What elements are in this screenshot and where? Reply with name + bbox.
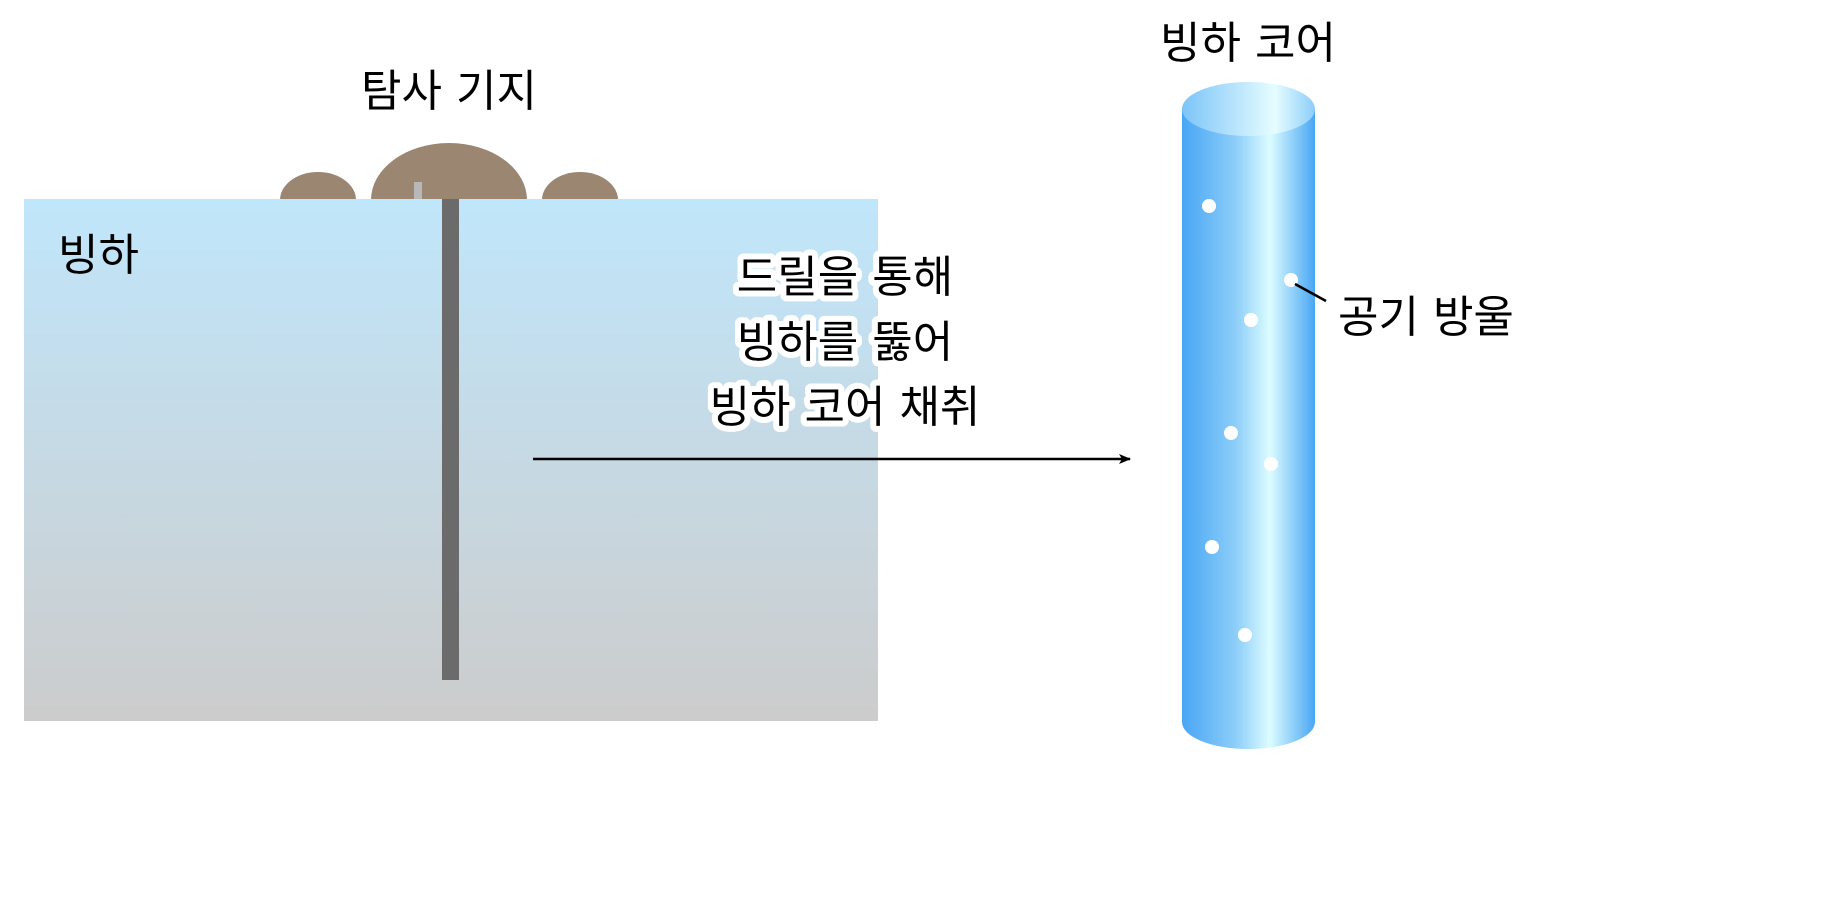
process-description: 드릴을 통해 빙하를 뚫어 빙하 코어 채취 <box>704 246 987 439</box>
air-bubble-leader-line <box>1294 282 1327 303</box>
glacier-label: 빙하 <box>58 230 139 281</box>
air-bubble <box>1224 426 1238 440</box>
air-bubbles <box>1202 199 1298 642</box>
process-line-1: 드릴을 통해 <box>737 252 953 303</box>
air-bubble <box>1244 313 1258 327</box>
air-bubble <box>1238 628 1252 642</box>
air-bubble <box>1264 457 1278 471</box>
air-bubble <box>1202 199 1216 213</box>
drill-shaft <box>442 199 459 680</box>
ice-core-label: 빙하 코어 <box>1160 18 1336 69</box>
air-bubble <box>1284 273 1298 287</box>
ice-core <box>1182 82 1315 749</box>
ice-core-top <box>1182 82 1315 136</box>
drill-stub <box>414 182 422 200</box>
air-bubble-label: 공기 방울 <box>1338 292 1514 343</box>
ice-core-body <box>1182 109 1315 749</box>
air-bubble <box>1205 540 1219 554</box>
process-line-2: 빙하를 뚫어 <box>737 317 953 368</box>
station-label: 탐사 기지 <box>361 66 537 117</box>
process-line-3: 빙하 코어 채취 <box>710 382 981 433</box>
